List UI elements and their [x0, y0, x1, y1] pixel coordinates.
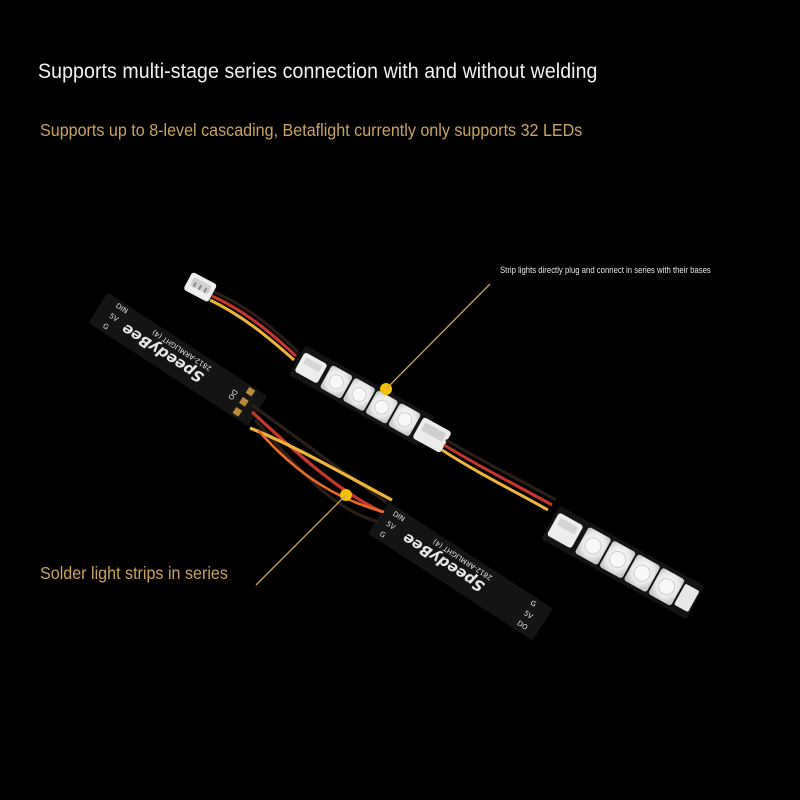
headline: Supports multi-stage series connection w…: [38, 60, 598, 83]
led-icon: [343, 378, 375, 411]
jst-plug-icon: [413, 417, 451, 453]
soldered-wires: [249, 403, 393, 524]
led-icon: [649, 568, 685, 606]
callout-solder-label: Solder light strips in series: [40, 563, 228, 583]
led-icon: [600, 541, 636, 578]
led-icon: [320, 365, 353, 399]
callout-solder-leader: [40, 489, 352, 586]
callout-plug-label: Strip lights directly plug and connect i…: [500, 265, 711, 275]
interconnect-wires: [441, 438, 557, 512]
connector-base-icon: [674, 584, 699, 612]
pad-label: G: [529, 599, 538, 609]
pad-label: G: [378, 530, 387, 540]
connector-base-icon: [547, 513, 583, 548]
led-icon: [624, 554, 660, 592]
pad-label: 5V: [108, 312, 120, 324]
pad-label: 5V: [385, 520, 397, 532]
led-strip-solder-2: DIN 5V G SpeedyBee 2812-ARMLIGHT (4) G 5…: [368, 502, 553, 640]
pad-label: G: [101, 322, 110, 332]
led-icon: [575, 527, 611, 565]
led-strip-plug-2: [542, 506, 704, 619]
led-icon: [388, 403, 421, 436]
plug-chain-assembly: [184, 272, 704, 619]
led-strip-plug-1: [289, 346, 434, 446]
led-icon: [366, 391, 398, 424]
callout-plug-leader: [380, 283, 760, 395]
jst-plug-icon: [184, 272, 217, 302]
pad-label: 5V: [522, 609, 534, 621]
lead-wires-top: [209, 290, 300, 362]
subline: Supports up to 8-level cascading, Betafl…: [40, 120, 583, 140]
